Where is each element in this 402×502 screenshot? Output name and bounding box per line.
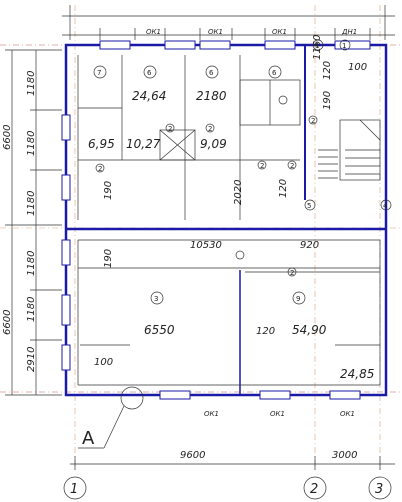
window-label-top-1: ОК1 <box>146 28 161 36</box>
room-number-2c: 2 <box>98 165 102 173</box>
dim-120-c: 120 <box>256 326 275 337</box>
window-label-bottom-2: ОК1 <box>270 410 285 418</box>
area-10-27: 10,27 <box>126 137 161 151</box>
room-number-7: 7 <box>97 69 101 77</box>
axis-bubble-2 <box>303 476 327 500</box>
axis-label-a: A <box>82 428 95 449</box>
dim-left-s1: 1180 <box>26 71 37 96</box>
room-number-2a: 2 <box>168 125 172 133</box>
dim-left-s6: 2910 <box>26 347 37 372</box>
area-6-95: 6,95 <box>88 137 115 151</box>
axis-label-2: 2 <box>310 482 318 497</box>
area-24-85: 24,85 <box>340 367 374 381</box>
axis-bubble-3 <box>368 476 392 500</box>
dim-120-b: 120 <box>322 61 333 80</box>
dim-120-a: 120 <box>278 179 289 198</box>
room-number-4: 4 <box>383 202 388 210</box>
room-number-1a: 1 <box>315 42 319 50</box>
room-number-2f: 2 <box>311 117 315 125</box>
dim-10530: 10530 <box>190 240 222 251</box>
room-number-6b: 6 <box>209 69 214 77</box>
door-label-top: ДН1 <box>341 28 357 36</box>
room-number-1b: 1 <box>342 42 346 50</box>
room-number-2b: 2 <box>208 125 212 133</box>
window-label-bottom-3: ОК1 <box>340 410 355 418</box>
room-markers <box>93 39 392 305</box>
dim-190-c: 190 <box>322 91 333 110</box>
dim-190-b: 190 <box>103 249 114 268</box>
dim-left-s3: 1180 <box>26 191 37 216</box>
room-number-6c: 6 <box>272 69 277 77</box>
area-24-64: 24,64 <box>132 89 166 103</box>
dim-bottom-9600: 9600 <box>180 450 205 461</box>
room-number-3: 3 <box>154 295 158 303</box>
dim-left-s5: 1180 <box>26 297 37 322</box>
area-6550: 6550 <box>144 323 175 337</box>
left-dimension-chain <box>5 49 62 396</box>
axis-label-1: 1 <box>70 482 78 497</box>
dim-left-s4: 1180 <box>26 251 37 276</box>
area-54-90: 54,90 <box>292 323 327 337</box>
window-label-bottom-1: ОК1 <box>204 410 219 418</box>
interior-partitions <box>77 55 381 386</box>
dim-left-total-bottom: 6600 <box>2 310 13 335</box>
dim-bottom-3000: 3000 <box>332 450 357 461</box>
bottom-dimension-chain <box>70 456 395 470</box>
area-9-09: 9,09 <box>200 137 227 151</box>
dim-left-s2: 1180 <box>26 131 37 156</box>
dim-100-b: 100 <box>94 357 113 368</box>
axis-label-3: 3 <box>375 482 383 497</box>
room-number-2e: 2 <box>290 162 294 170</box>
window-label-top-2: ОК1 <box>208 28 223 36</box>
dim-190-a: 190 <box>103 181 114 200</box>
dim-2020: 2020 <box>233 180 244 205</box>
window-label-top-3: ОК1 <box>272 28 287 36</box>
axis-bubble-1 <box>63 476 87 500</box>
dim-100-a: 100 <box>348 62 367 73</box>
axis-a-marker <box>78 386 144 449</box>
area-2180: 2180 <box>196 89 227 103</box>
staircase <box>318 119 381 179</box>
room-number-2g: 2 <box>290 269 294 277</box>
window-openings <box>61 40 371 400</box>
room-number-5: 5 <box>307 202 311 210</box>
top-dimension-chain <box>62 5 395 40</box>
room-number-2d: 2 <box>260 162 264 170</box>
dim-1160: 1160 <box>312 35 323 60</box>
room-number-6a: 6 <box>147 69 152 77</box>
dim-920: 920 <box>300 240 319 251</box>
dim-left-total-top: 6600 <box>2 125 13 150</box>
room-number-9: 9 <box>296 295 300 303</box>
